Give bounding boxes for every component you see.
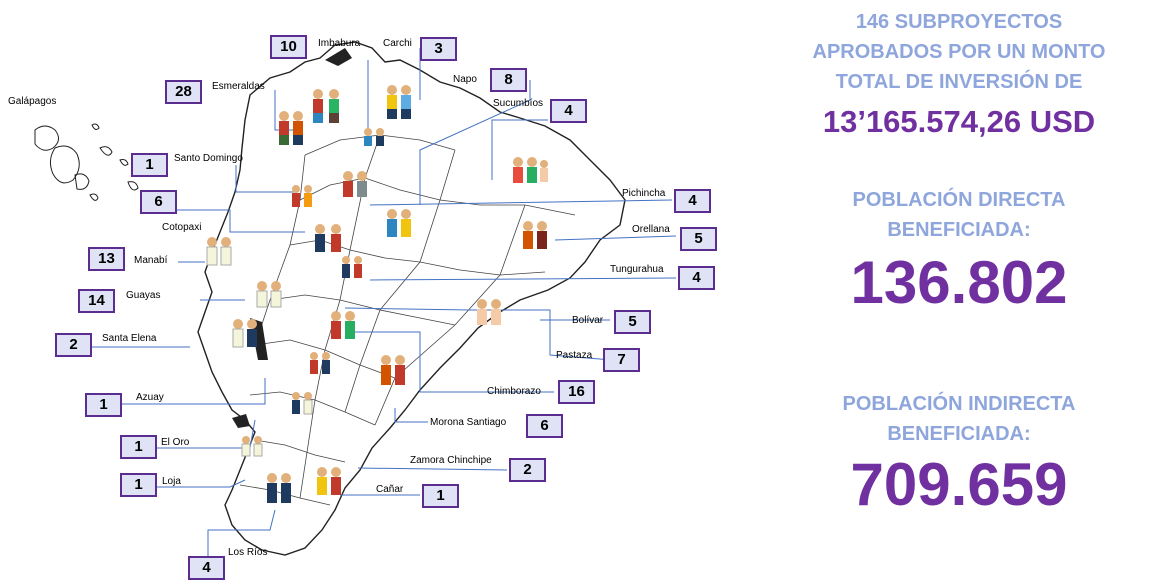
indirect-population-value: 709.659 xyxy=(850,451,1068,518)
label-el-oro: El Oro xyxy=(161,437,190,448)
people-figures xyxy=(206,85,548,503)
label-pastaza: Pastaza xyxy=(556,350,593,361)
count-pichincha: 4 xyxy=(674,189,711,213)
label-guayas: Guayas xyxy=(126,290,161,301)
count-pastaza: 7 xyxy=(603,348,640,372)
label-orellana: Orellana xyxy=(632,224,670,235)
label-sucumbios: Sucumbíos xyxy=(493,98,544,109)
label-bolivar: Bolívar xyxy=(572,315,604,326)
count-bolivar: 5 xyxy=(614,310,651,334)
label-carchi: Carchi xyxy=(383,38,412,49)
investment-total: 13’165.574,26 USD xyxy=(822,104,1096,139)
label-canar: Cañar xyxy=(376,484,404,495)
direct-population-heading-line1: POBLACIÓN DIRECTA xyxy=(852,189,1066,211)
label-esmeraldas: Esmeraldas xyxy=(212,81,265,92)
galapagos-islands xyxy=(34,123,149,202)
label-chimborazo: Chimborazo xyxy=(487,386,541,397)
count-santa-elena: 2 xyxy=(55,333,92,357)
subprojects-heading-line2: APROBADOS POR UN MONTO xyxy=(812,41,1106,63)
count-zamora-chinchipe: 2 xyxy=(509,458,546,482)
count-morona-santiago: 6 xyxy=(526,414,563,438)
count-carchi: 3 xyxy=(420,37,457,61)
label-manabi: Manabí xyxy=(134,255,168,266)
label-napo: Napo xyxy=(453,74,477,85)
subprojects-heading-line1: 146 SUBPROYECTOS xyxy=(855,11,1063,33)
label-santa-elena: Santa Elena xyxy=(102,333,157,344)
label-santo-domingo: Santo Domingo xyxy=(174,153,243,164)
count-tungurahua: 4 xyxy=(678,266,715,290)
count-azuay: 1 xyxy=(85,393,122,417)
count-loja: 1 xyxy=(120,473,157,497)
label-morona-santiago: Morona Santiago xyxy=(430,417,507,428)
leader-lines xyxy=(92,48,677,560)
count-imbabura: 10 xyxy=(270,35,307,59)
label-loja: Loja xyxy=(162,476,181,487)
count-guayas: 14 xyxy=(78,289,115,313)
label-zamora-chinchipe: Zamora Chinchipe xyxy=(410,455,492,466)
count-cotopaxi: 6 xyxy=(140,190,177,214)
direct-population-heading-line2: BENEFICIADA: xyxy=(887,219,1031,241)
label-tungurahua: Tungurahua xyxy=(610,264,664,275)
count-el-oro: 1 xyxy=(120,435,157,459)
label-imbabura: Imbabura xyxy=(318,38,361,49)
count-napo: 8 xyxy=(490,68,527,92)
label-pichincha: Pichincha xyxy=(622,188,666,199)
ecuador-map xyxy=(34,41,677,560)
label-azuay: Azuay xyxy=(136,392,164,403)
count-canar: 1 xyxy=(422,484,459,508)
count-santo-domingo: 1 xyxy=(131,153,168,177)
count-esmeraldas: 28 xyxy=(165,80,202,104)
direct-population-value: 136.802 xyxy=(850,249,1068,316)
count-los-rios: 4 xyxy=(188,556,225,580)
label-cotopaxi: Cotopaxi xyxy=(162,222,202,233)
subprojects-heading-line3: TOTAL DE INVERSIÓN DE xyxy=(835,71,1083,93)
count-orellana: 5 xyxy=(680,227,717,251)
label-galapagos: Galápagos xyxy=(8,96,57,107)
label-los-rios: Los Ríos xyxy=(228,547,268,558)
indirect-population-heading-line1: POBLACIÓN INDIRECTA xyxy=(842,393,1076,415)
count-manabi: 13 xyxy=(88,247,125,271)
indirect-population-heading-line2: BENEFICIADA: xyxy=(887,423,1031,445)
count-chimborazo: 16 xyxy=(558,380,595,404)
count-sucumbios: 4 xyxy=(550,99,587,123)
